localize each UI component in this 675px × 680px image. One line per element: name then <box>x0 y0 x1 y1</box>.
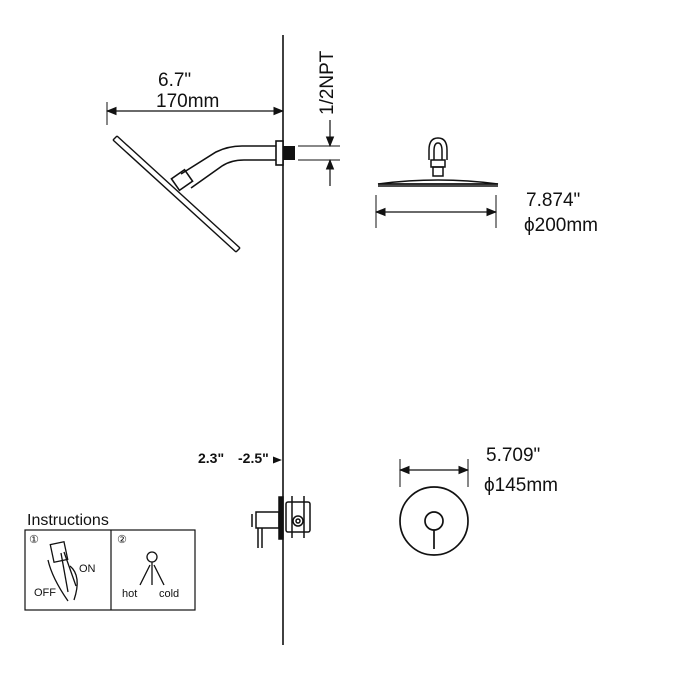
pipe-thread-stub <box>283 146 295 160</box>
arm-length-inches: 6.7" <box>158 70 191 91</box>
valve-side-view <box>251 496 311 548</box>
shower-head-dimension: 7.874" ϕ200mm <box>374 190 598 236</box>
valve-depth-min: 2.3" <box>198 450 224 466</box>
arm-length-mm: 170mm <box>156 91 219 112</box>
trim-plate-mm: ϕ145mm <box>484 475 558 496</box>
instructions-title: Instructions <box>27 512 109 529</box>
shower-head-front-view <box>377 137 499 187</box>
shower-arm-side-view <box>170 140 284 192</box>
step-1-on-label: ON <box>79 563 96 575</box>
instruction-step-1: ① ON OFF <box>29 534 96 602</box>
valve-depth-dimension: 2.3" -2.5" <box>198 450 282 466</box>
step-1-number: ① <box>29 534 39 546</box>
instructions-panel: Instructions ① ON OFF ② hot <box>24 512 196 611</box>
pipe-thread-dimension: 1/2NPT <box>298 50 340 186</box>
shower-head-mm: ϕ200mm <box>524 215 598 236</box>
step-2-hot-label: hot <box>122 588 137 600</box>
step-2-number: ② <box>117 534 127 546</box>
shower-head-inches: 7.874" <box>526 190 580 211</box>
trim-plate-dimension: 5.709" ϕ145mm <box>398 445 558 496</box>
trim-plate-inches: 5.709" <box>486 445 540 466</box>
pipe-thread-label: 1/2NPT <box>317 50 338 115</box>
lever-on-off-icon <box>47 540 78 602</box>
shower-head-side-view <box>112 135 241 253</box>
instruction-step-2: ② hot cold <box>117 534 179 600</box>
valve-depth-max: -2.5" <box>238 450 269 466</box>
temperature-lever-icon <box>139 551 165 586</box>
step-1-off-label: OFF <box>34 587 56 599</box>
trim-plate-front-view <box>399 486 469 556</box>
arm-length-dimension: 6.7" 170mm <box>105 70 285 125</box>
step-2-cold-label: cold <box>159 588 179 600</box>
